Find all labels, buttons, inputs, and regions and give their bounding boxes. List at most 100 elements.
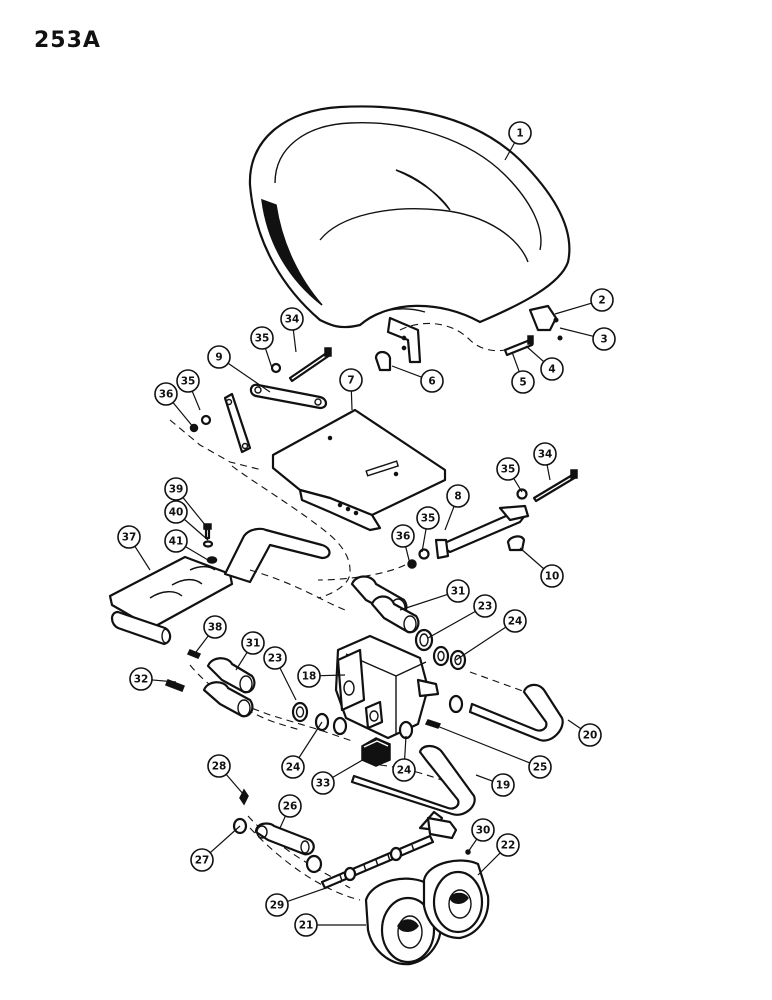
callout-balloon (265, 893, 289, 917)
pin-26 (254, 822, 315, 856)
callout-number: 29 (270, 900, 285, 912)
callout-balloon (278, 794, 302, 818)
callout-22: 22 (477, 833, 520, 876)
callout-10: 10 (519, 547, 564, 588)
leader-line (525, 345, 545, 363)
leader-line (546, 464, 551, 481)
callout-number: 41 (169, 536, 184, 548)
callout-balloon (294, 913, 318, 937)
callout-number: 21 (299, 920, 314, 932)
leader-line (191, 390, 201, 411)
callout-number: 38 (208, 622, 223, 634)
callout-balloon (540, 564, 564, 588)
callout-number: 9 (215, 352, 222, 364)
callout-40: 40 (164, 500, 209, 541)
callout-number: 32 (134, 674, 149, 686)
leader-line (477, 852, 501, 876)
callout-balloon (491, 773, 515, 797)
callout-balloon (164, 500, 188, 524)
callout-balloon (207, 754, 231, 778)
callout-number: 40 (169, 507, 184, 519)
callout-balloon (496, 457, 520, 481)
leader-line (513, 478, 523, 493)
leader-line (444, 506, 455, 531)
pin-38 (186, 649, 202, 659)
callout-20: 20 (567, 719, 602, 747)
callout-balloon (392, 758, 416, 782)
callout-24: 24 (392, 735, 416, 782)
callout-34: 34 (533, 442, 557, 481)
callout-21: 21 (294, 913, 366, 937)
callout-35: 35 (416, 506, 440, 553)
callout-number: 31 (246, 638, 261, 650)
washer-24-b (332, 716, 348, 736)
callout-number: 10 (545, 571, 560, 583)
nut-35-right (516, 488, 528, 500)
callout-balloon (533, 442, 557, 466)
callout-balloon (528, 755, 552, 779)
callout-number: 35 (181, 376, 196, 388)
leader-line (399, 593, 448, 611)
callout-number: 34 (285, 314, 300, 326)
callout-balloon (203, 615, 227, 639)
leader-line (279, 667, 297, 701)
adjusting-screw (320, 810, 458, 890)
adjust-lever (434, 504, 530, 560)
callout-balloon (117, 525, 141, 549)
washer-24-d (448, 694, 464, 714)
callout-balloon (263, 646, 287, 670)
page-title: 253A (34, 28, 101, 53)
u-rod-20 (468, 683, 564, 742)
lever-knob (506, 535, 526, 552)
callout-3: 3 (559, 327, 616, 351)
callout-35: 35 (176, 369, 201, 411)
callout-number: 26 (283, 801, 298, 813)
leader-line (227, 362, 271, 393)
washer-24-c (398, 720, 414, 740)
callout-30: 30 (467, 818, 495, 853)
leader-line (185, 546, 209, 561)
callout-number: 22 (501, 840, 516, 852)
callout-24: 24 (455, 609, 527, 661)
seat-bolt (503, 335, 534, 357)
callout-number: 36 (396, 531, 411, 543)
leader-line (467, 838, 478, 853)
callout-24: 24 (281, 721, 323, 779)
callout-25: 25 (431, 723, 552, 779)
callout-number: 7 (347, 375, 354, 387)
callout-number: 33 (316, 778, 331, 790)
callout-number: 1 (516, 128, 523, 140)
leader-line (519, 547, 545, 570)
callout-number: 24 (508, 616, 523, 628)
leader-line (567, 719, 582, 730)
bolt-34-upper (288, 347, 332, 383)
callout-18: 18 (297, 664, 346, 688)
callout-number: 31 (451, 586, 466, 598)
bushing-23-upper (414, 628, 434, 652)
callout-number: 2 (598, 295, 605, 307)
leader-line (319, 674, 346, 677)
leader-line (391, 365, 422, 378)
callout-number: 35 (421, 513, 436, 525)
leader-line (559, 327, 594, 337)
callout-34: 34 (280, 307, 304, 353)
leader-line (554, 302, 592, 315)
callout-balloon (471, 818, 495, 842)
leader-line (455, 626, 507, 661)
washer-40 (202, 540, 214, 548)
callout-balloon (190, 848, 214, 872)
callout-number: 28 (212, 761, 227, 773)
callout-number: 3 (600, 334, 607, 346)
leader-line (134, 545, 151, 571)
callout-number: 35 (501, 464, 516, 476)
bolt-39 (203, 523, 212, 540)
leader-line (287, 887, 327, 902)
callout-balloon (511, 370, 535, 394)
callout-balloon (164, 477, 188, 501)
callout-41: 41 (164, 529, 209, 561)
u-rod-19 (350, 744, 476, 816)
spring-cylinder-21 (364, 877, 442, 966)
slide-plate (271, 408, 447, 532)
seat-links (223, 383, 328, 454)
